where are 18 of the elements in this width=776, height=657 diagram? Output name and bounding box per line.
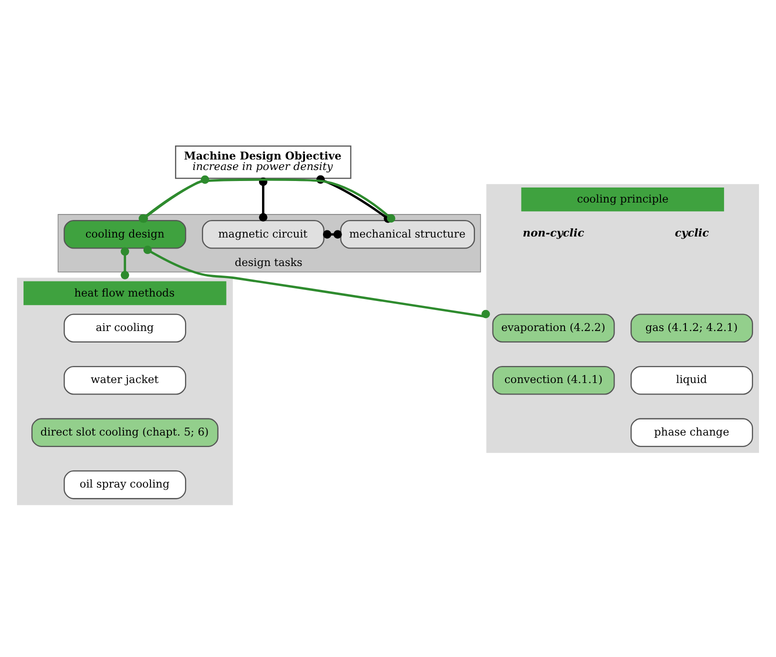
node-box: direct slot cooling (chapt. 5; 6) [31, 418, 218, 447]
node-box: oil spray cooling [64, 470, 186, 500]
connector [120, 247, 130, 280]
node-box: cooling design [64, 220, 186, 249]
connector [143, 246, 490, 318]
node-box: air cooling [64, 314, 186, 343]
node-box: magnetic circuit [202, 220, 324, 249]
node-box: Machine Design Objective increase in power density [175, 146, 352, 179]
node-box: liquid [630, 366, 754, 395]
connector [322, 230, 342, 239]
node-box: gas (4.1.2; 4.2.1) [630, 314, 754, 343]
node-box: water jacket [64, 366, 186, 395]
label: non-cyclic [522, 226, 584, 240]
node-box: convection (4.1.1) [492, 366, 615, 395]
node-box: evaporation (4.2.2) [492, 314, 615, 343]
node-box: phase change [630, 418, 754, 447]
node-box: mechanical structure [340, 220, 475, 249]
label: cyclic [674, 226, 709, 240]
